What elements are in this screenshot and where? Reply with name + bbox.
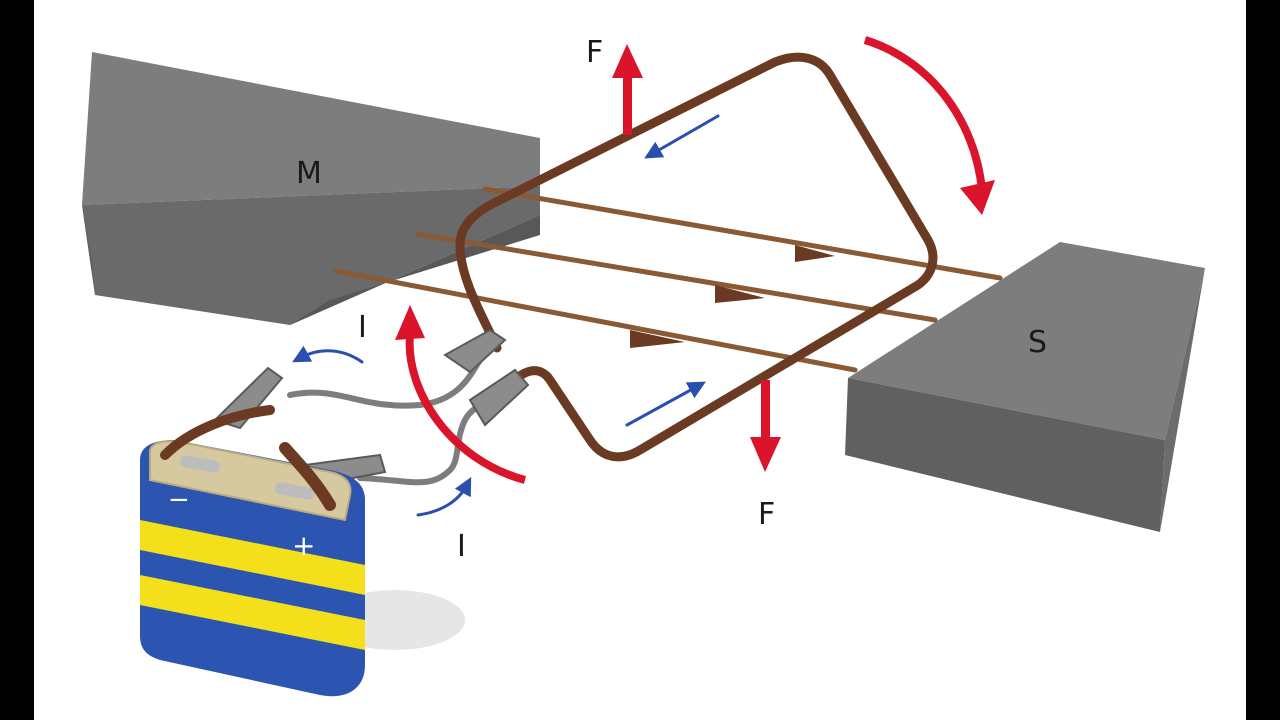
current-arrow-wire-bottom — [416, 477, 472, 517]
field-arrow-bottom — [630, 330, 685, 348]
rotation-arrows — [395, 36, 995, 484]
battery-stripe-1 — [140, 520, 365, 595]
label-current-battery: I — [457, 529, 466, 564]
wires — [287, 357, 493, 486]
wire-negative — [287, 357, 483, 409]
battery-strap-negative — [160, 405, 275, 460]
battery: − + — [140, 405, 465, 697]
rotation-arrow-left — [405, 334, 527, 484]
rotation-arrow-left-head — [395, 305, 425, 340]
magnet-north-front — [82, 186, 540, 325]
current-arrow-coil-bottom — [625, 381, 706, 427]
battery-positive-symbol: + — [292, 529, 315, 562]
label-force-top: F — [586, 35, 603, 70]
field-line-bottom — [333, 268, 858, 373]
magnet-north-edge — [82, 205, 95, 295]
battery-stripe-2 — [140, 575, 365, 650]
magnet-north-top — [82, 52, 540, 205]
rotation-arrow-right — [863, 36, 986, 191]
current-arrow-wire-top — [292, 345, 364, 364]
wire-positive — [357, 397, 493, 486]
current-arrow-coil-top — [644, 114, 720, 159]
field-arrow-top — [795, 245, 835, 262]
motor-effect-diagram: − + M S F F I I — [82, 35, 1205, 697]
field-line-top — [482, 186, 1003, 281]
field-arrows — [630, 245, 835, 348]
battery-terminal-negative — [180, 455, 220, 473]
battery-terminal-positive — [275, 482, 315, 500]
field-lines — [333, 186, 1003, 373]
force-arrow-up-shaft — [623, 75, 632, 135]
clip-coil-bottom — [468, 368, 530, 427]
current-arrows — [292, 114, 720, 517]
clip-coil-top — [443, 328, 507, 374]
force-arrows — [612, 44, 781, 472]
force-arrow-down-head — [750, 437, 781, 472]
label-north-pole: M — [296, 156, 322, 191]
diagram-canvas: − + M S F F I I — [34, 0, 1246, 720]
field-line-middle — [414, 231, 938, 323]
label-current-coil: I — [358, 310, 367, 345]
rotation-arrow-right-head — [960, 180, 995, 215]
magnet-south — [845, 242, 1205, 532]
label-south-pole: S — [1028, 325, 1047, 360]
field-arrow-middle — [715, 285, 765, 303]
magnet-south-front — [845, 378, 1165, 532]
force-arrow-down-shaft — [761, 380, 770, 440]
coil-loop — [455, 52, 938, 462]
battery-negative-symbol: − — [168, 485, 190, 515]
battery-strap-positive — [279, 442, 336, 511]
magnet-south-top — [848, 242, 1205, 440]
label-force-bottom: F — [758, 497, 775, 532]
force-arrow-up-head — [612, 44, 643, 78]
magnet-south-side — [1160, 268, 1205, 532]
